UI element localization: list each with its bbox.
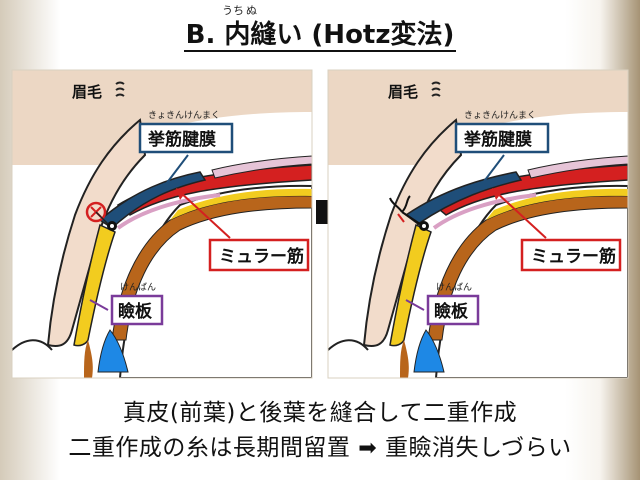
right-levator-label: 挙筋腱膜 (463, 129, 532, 150)
left-tarsus-ruby: けんばん (120, 282, 156, 293)
caption-line-2-left: 二重作成の糸は長期間留置 (68, 435, 351, 461)
caption-line-2-right: 重瞼消失しづらい (384, 435, 572, 461)
right-tarsus-label: 瞼板 (434, 301, 469, 322)
right-levator-ruby: きょきんけんまく (464, 110, 536, 121)
eyebrow-hair-icon (115, 81, 125, 97)
eyebrow-hair-icon (431, 81, 441, 97)
title-ruby-nu: ぬ (246, 4, 257, 17)
left-muller-label: ミュラー筋 (219, 246, 304, 267)
right-eyelid-panel (328, 70, 628, 378)
left-tarsus-label: 瞼板 (118, 301, 153, 322)
right-eyebrow-label: 眉毛 (388, 83, 418, 101)
right-arrow-icon: ➡ (358, 436, 378, 461)
right-muller-label: ミュラー筋 (531, 246, 616, 267)
title-ruby-uchi: うち (222, 4, 244, 17)
left-eyelid-panel (12, 70, 312, 378)
left-levator-label: 挙筋腱膜 (147, 129, 216, 150)
caption-line-2: 二重作成の糸は長期間留置 ➡ 重瞼消失しづらい (0, 428, 640, 462)
left-eyebrow-label: 眉毛 (72, 83, 102, 101)
slide-title: B. 内縫い (Hotz変法) (183, 20, 457, 52)
right-tarsus-ruby: けんばん (436, 282, 472, 293)
left-levator-ruby: きょきんけんまく (148, 110, 220, 121)
caption-line-1: 真皮(前葉)と後葉を縫合して二重作成 (122, 400, 518, 426)
